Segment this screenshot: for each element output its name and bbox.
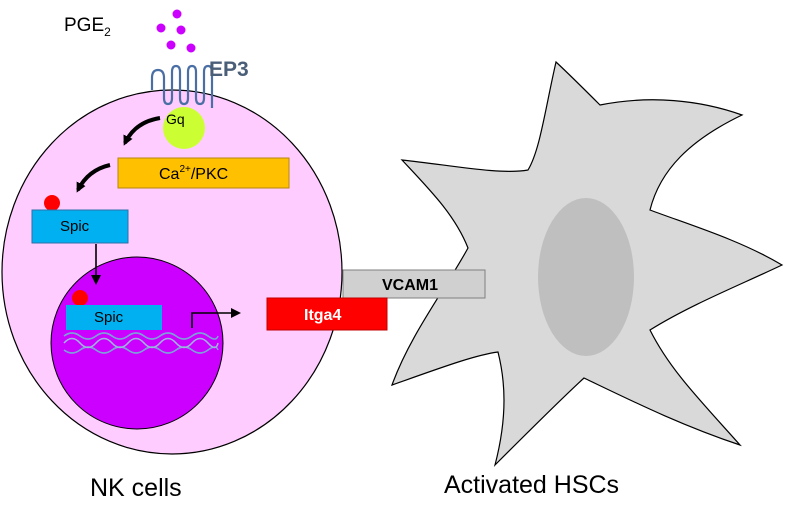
gq-protein (163, 107, 205, 149)
nk-cells-label: NK cells (90, 474, 182, 502)
hsc-nucleus (538, 198, 634, 356)
pge2-label: PGE2 (64, 15, 111, 39)
phospho-dot-nucleus (72, 290, 88, 306)
arrow-gq-to-ca (123, 116, 161, 146)
spic-cytoplasm-box (31, 209, 129, 244)
activated-hscs-label: Activated HSCs (444, 471, 619, 499)
spic-nucleus-label: Spic (94, 309, 124, 326)
phospho-dot-cytoplasm (44, 195, 60, 211)
ca-pkc-box (117, 157, 290, 189)
spic-nucleus-box (66, 305, 162, 330)
ca-pkc-label: Ca2+/PKC (159, 164, 228, 183)
vcam1-label: VCAM1 (382, 277, 438, 294)
nk-nucleus (50, 256, 224, 430)
transcription-arrow (191, 308, 241, 328)
spic-cytoplasm-label: Spic (60, 218, 90, 235)
gq-label: Gq (166, 111, 185, 127)
dna-helix-icon (63, 332, 219, 354)
arrow-ca-to-spic (76, 163, 111, 193)
itga4-box (266, 297, 388, 331)
pge2-molecules (156, 9, 196, 53)
ep3-label: EP3 (209, 58, 249, 81)
vcam1-box (342, 269, 486, 299)
ep3-receptor-icon (150, 64, 214, 108)
itga4-label: Itga4 (304, 307, 341, 324)
